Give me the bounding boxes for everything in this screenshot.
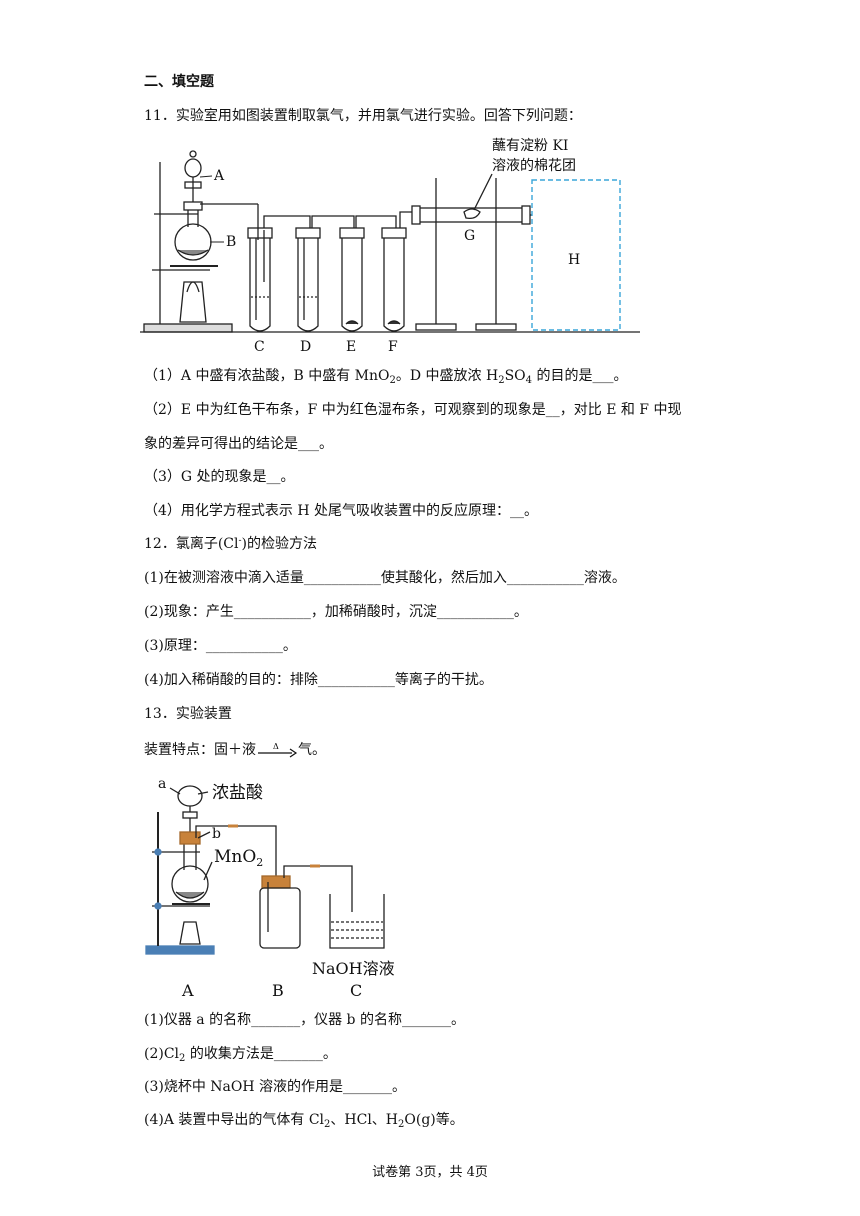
label-C: C	[254, 339, 265, 355]
label-G: G	[464, 228, 475, 244]
label-b: b	[212, 826, 221, 842]
section-title: 二、填空题	[144, 74, 214, 90]
q12-line3: (3)原理：___________。	[144, 638, 297, 654]
heat-arrow-icon: Δ	[258, 742, 298, 758]
q13-stem: 13．实验装置	[144, 706, 232, 722]
q11-apparatus-svg: A B C D E F G H 蘸有淀粉 KI 溶液的棉花团	[140, 138, 640, 355]
label-D: D	[300, 339, 311, 355]
label-mno2: MnO2	[214, 847, 263, 869]
q13-line3: (3)烧杯中 NaOH 溶液的作用是_______。	[144, 1079, 407, 1095]
page-footer: 试卷第 3页，共 4页	[372, 1165, 488, 1180]
svg-text:Δ: Δ	[273, 743, 279, 751]
q11-part1: （1）A 中盛有浓盐酸，B 中盛有 MnO2。D 中盛放浓 H2SO4 的目的是…	[144, 368, 628, 386]
q13-line2: (2)Cl2 的收集方法是_______。	[144, 1046, 337, 1064]
label-E: E	[346, 339, 356, 355]
q13-apparatus-figure: a 浓盐酸 b MnO2 NaOH溶液 A B C	[140, 772, 420, 1002]
callout-line-2: 溶液的棉花团	[492, 157, 576, 174]
label-naoh: NaOH溶液	[312, 959, 395, 978]
q13-line1: (1)仪器 a 的名称_______，仪器 b 的名称_______。	[144, 1012, 465, 1028]
q12-stem: 12．氯离子(Cl-)的检验方法	[144, 536, 317, 552]
q11-part4: （4）用化学方程式表示 H 处尾气吸收装置中的反应原理：__。	[144, 503, 539, 519]
label-hcl: 浓盐酸	[212, 783, 263, 803]
label-A: A	[213, 168, 225, 184]
q12-line1: (1)在被测溶液中滴入适量___________使其酸化，然后加入_______…	[144, 570, 626, 586]
label-big-A: A	[181, 981, 194, 1000]
q11-stem: 11．实验室用如图装置制取氯气，并用氯气进行实验。回答下列问题：	[144, 108, 582, 124]
q11-part2-line2: 象的差异可得出的结论是___。	[144, 436, 333, 452]
q11-part3: （3）G 处的现象是__。	[144, 469, 295, 485]
q13-line4: (4)A 装置中导出的气体有 Cl2、HCl、H2O(g)等。	[144, 1112, 464, 1130]
label-B: B	[226, 234, 236, 250]
q11-apparatus-figure: A B C D E F G H 蘸有淀粉 KI 溶液的棉花团	[140, 132, 640, 358]
label-a: a	[158, 776, 166, 792]
label-F: F	[388, 339, 398, 355]
q13-apparatus-svg: a 浓盐酸 b MnO2 NaOH溶液 A B C	[145, 776, 395, 1000]
q12-line4: (4)加入稀硝酸的目的：排除___________等离子的干扰。	[144, 672, 493, 688]
q12-line2: (2)现象：产生___________，加稀硝酸时，沉淀___________。	[144, 604, 528, 620]
label-big-B: B	[272, 981, 284, 1000]
label-H: H	[568, 252, 580, 268]
label-big-C: C	[350, 981, 362, 1000]
callout-line-1: 蘸有淀粉 KI	[492, 138, 568, 154]
q11-part2-line1: （2）E 中为红色干布条，F 中为红色湿布条，可观察到的现象是__，对比 E 和…	[144, 402, 682, 418]
